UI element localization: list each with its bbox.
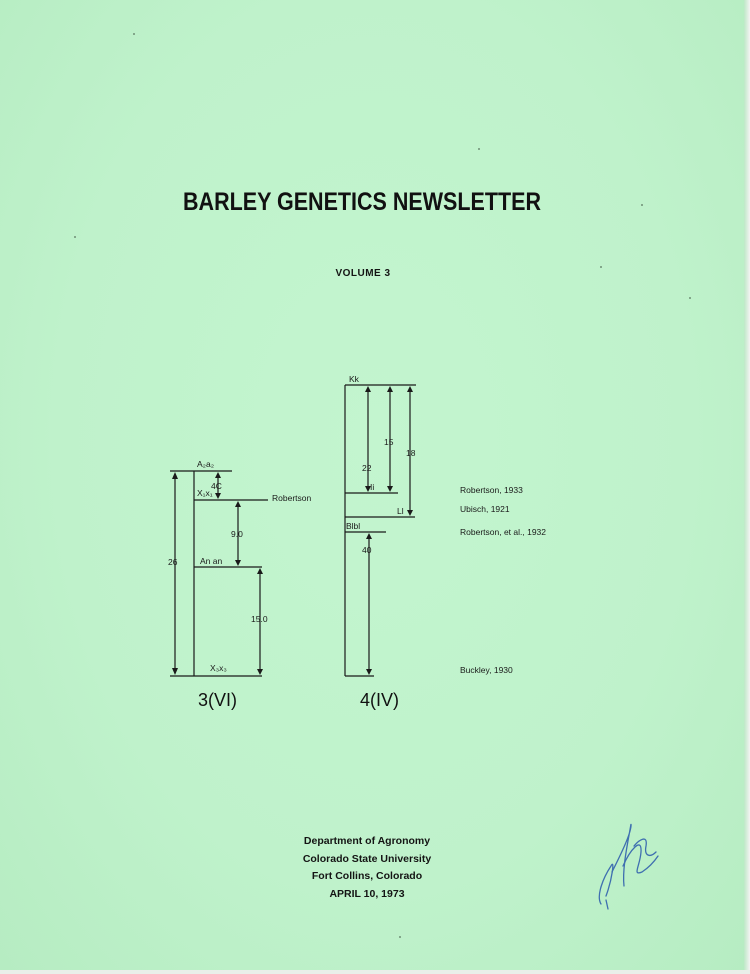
university-line: Colorado State University [302,852,432,865]
page-edge [744,0,750,974]
paper-speck [399,936,401,938]
reference-buckley-1930: Buckley, 1930 [460,665,513,675]
distance-label-40: 40 [362,545,372,555]
locus-label-ll: Ll [397,506,404,516]
locus-label-an: An an [200,556,222,566]
handwritten-signature [598,823,659,910]
distance-label-9: 9.0 [231,529,243,539]
page-edge-bottom [0,970,750,974]
reference-robertson-1932: Robertson, et al., 1932 [460,527,546,537]
reference-ubisch-1921: Ubisch, 1921 [460,504,510,514]
locus-label-blbl: Blbl [346,521,360,531]
locus-label-a2: A₂a₂ [197,459,214,469]
department-line: Department of Agronomy [303,835,431,847]
reference-robertson: Robertson [272,493,311,503]
volume-label: VOLUME 3 [335,268,391,279]
distance-label-22: 22 [362,463,372,473]
paper-speck [478,148,480,150]
distance-label-15: 15.0 [251,614,268,624]
locus-label-ii: Ii [370,482,374,492]
publisher-block: Department of Agronomy Colorado State Un… [0,833,734,903]
reference-robertson-1933: Robertson, 1933 [460,485,523,495]
page-title: BARLEY GENETICS NEWSLETTER [183,188,541,216]
location-line: Fort Collins, Colorado [311,870,423,882]
paper-speck [689,297,691,299]
distance-label-26: 26 [168,557,178,567]
date-line: APRIL 10, 1973 [329,887,405,900]
locus-label-x3: X₃x₃ [210,663,227,673]
paper-speck [600,266,602,268]
distance-label-15r: 15 [384,437,394,447]
paper-speck [641,204,643,206]
distance-label-18: 18 [406,448,416,458]
chromosome-4-label: 4(IV) [360,690,399,710]
chromosome-3-label: 3(VI) [198,690,237,710]
paper-speck [74,236,76,238]
arrowheads [172,386,413,675]
locus-label-x1: X₁x₁ [197,488,213,498]
distance-label-4: 4C [211,481,222,491]
locus-label-kk: Kk [349,374,360,384]
paper-speck [133,33,135,35]
